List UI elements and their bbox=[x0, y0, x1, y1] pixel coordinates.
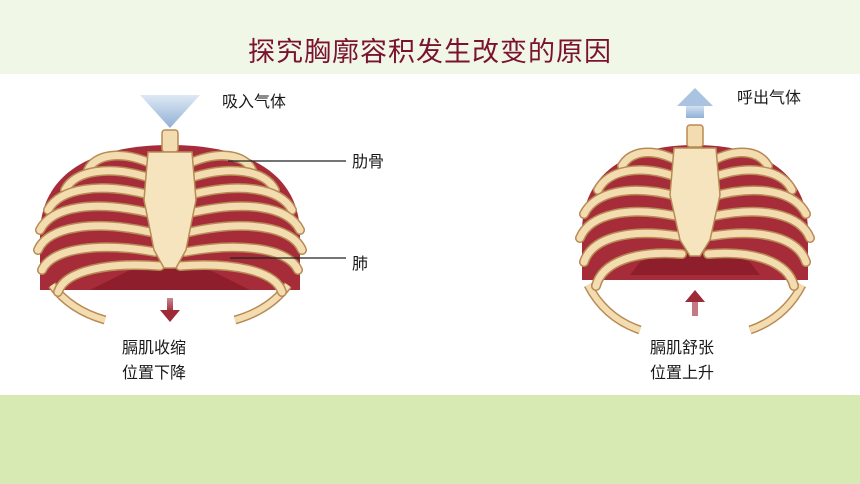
exhale-label: 呼出气体 bbox=[737, 88, 802, 107]
down-arrow-icon bbox=[140, 95, 200, 128]
up-arrow-icon bbox=[677, 88, 713, 118]
sternum bbox=[143, 151, 197, 269]
exhale-ribcage bbox=[575, 124, 815, 335]
diaphragm-lower-label: 位置下降 bbox=[122, 363, 187, 382]
ribcage-diagram bbox=[33, 88, 815, 335]
diaphragm-raise-label: 位置上升 bbox=[650, 363, 715, 382]
lung-label: 肺 bbox=[352, 254, 369, 273]
sternum bbox=[669, 147, 721, 257]
page-title: 探究胸廓容积发生改变的原因 bbox=[248, 37, 612, 68]
up-arrow-icon bbox=[685, 290, 705, 316]
diaphragm-lowered bbox=[90, 260, 250, 290]
inhale-ribcage bbox=[33, 129, 307, 325]
rib-label: 肋骨 bbox=[352, 152, 385, 171]
inhale-label: 吸入气体 bbox=[222, 92, 287, 111]
down-arrow-icon bbox=[160, 298, 180, 322]
diaphragm-contract-label: 膈肌收缩 bbox=[122, 338, 187, 357]
diaphragm-relax-label: 膈肌舒张 bbox=[650, 338, 715, 357]
top-band bbox=[0, 0, 860, 74]
bottom-band bbox=[0, 395, 860, 484]
